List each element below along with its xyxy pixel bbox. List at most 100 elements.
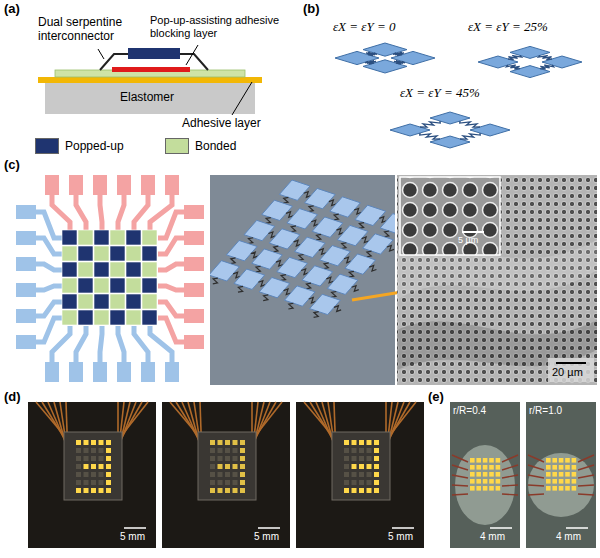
scale-bar xyxy=(258,527,280,529)
led-on xyxy=(483,479,488,484)
led-on xyxy=(470,479,475,484)
trace xyxy=(36,238,62,254)
serpentine xyxy=(311,311,322,319)
trace xyxy=(150,195,172,230)
serpentine xyxy=(210,277,221,285)
serpentine xyxy=(385,245,395,252)
led-on xyxy=(233,440,238,445)
wire xyxy=(502,455,518,462)
array-cell xyxy=(94,278,109,293)
island xyxy=(210,261,239,281)
led-off xyxy=(91,456,96,461)
sem-image xyxy=(397,175,597,385)
pad xyxy=(184,283,204,297)
array-cell xyxy=(62,230,77,245)
array-cell xyxy=(110,262,125,277)
pad xyxy=(16,205,36,219)
wire xyxy=(502,465,518,470)
led-off xyxy=(91,472,96,477)
led-off xyxy=(367,480,372,485)
led-on xyxy=(489,479,494,484)
trace xyxy=(158,238,184,254)
led-off xyxy=(210,456,215,461)
led-on xyxy=(225,488,230,493)
array-cell xyxy=(110,278,125,293)
array-cell xyxy=(94,262,109,277)
pad xyxy=(93,175,107,195)
led-on xyxy=(106,480,111,485)
pad xyxy=(16,309,36,323)
panel-letter: (c) xyxy=(4,158,20,173)
serpentine xyxy=(504,64,523,70)
led-off xyxy=(367,472,372,477)
leader-line xyxy=(98,49,104,59)
led-on xyxy=(489,472,494,477)
array-cell xyxy=(62,246,77,261)
scale-label: 5 µm xyxy=(458,235,478,245)
led-off xyxy=(210,480,215,485)
led-on xyxy=(483,472,488,477)
led-off xyxy=(367,456,372,461)
led-off xyxy=(225,480,230,485)
led-on xyxy=(470,458,475,463)
led-off xyxy=(99,448,104,453)
led-on xyxy=(572,472,577,477)
leader-line xyxy=(186,45,198,65)
panel-letter: (e) xyxy=(428,390,444,405)
ratio-label: r/R=1.0 xyxy=(529,405,562,417)
led-on xyxy=(240,440,245,445)
led-on xyxy=(483,486,488,491)
island xyxy=(363,234,394,254)
led-on xyxy=(106,464,111,469)
island xyxy=(305,188,336,208)
pad xyxy=(141,175,155,195)
array-cell xyxy=(110,294,125,309)
trace xyxy=(134,195,148,230)
scale-ground xyxy=(548,358,594,382)
wire xyxy=(528,494,544,495)
dome xyxy=(455,445,515,525)
led-on xyxy=(483,465,488,470)
array-cell xyxy=(62,294,77,309)
serpentine xyxy=(416,120,443,128)
serpentine xyxy=(260,294,271,302)
array-cell xyxy=(142,294,157,309)
led-off xyxy=(210,448,215,453)
led-on xyxy=(552,465,557,470)
island xyxy=(430,136,470,148)
led-on xyxy=(496,486,501,491)
pad xyxy=(16,283,36,297)
led-on xyxy=(352,440,357,445)
array-cell xyxy=(126,262,141,277)
wire xyxy=(578,475,594,478)
led-on xyxy=(240,464,245,469)
led-on xyxy=(546,465,551,470)
trace xyxy=(118,326,124,362)
scale-label: 4 mm xyxy=(556,531,581,543)
device xyxy=(332,432,390,500)
pad xyxy=(69,362,83,382)
led-off xyxy=(359,456,364,461)
trace xyxy=(100,195,102,230)
photo-ground xyxy=(210,175,395,385)
panel-letter: (d) xyxy=(4,390,21,405)
island xyxy=(337,225,368,245)
island xyxy=(345,254,376,274)
pad xyxy=(93,362,107,382)
serpentine-interconnector xyxy=(100,54,128,70)
led-off xyxy=(225,472,230,477)
part-label: Pop-up-assisting adhesive blocking layer xyxy=(150,14,298,39)
led-on xyxy=(489,458,494,463)
pad xyxy=(165,362,179,382)
legend-entry: Bonded xyxy=(165,138,236,154)
led-on xyxy=(546,479,551,484)
device xyxy=(64,432,122,500)
trace xyxy=(134,326,148,362)
popped-up-island xyxy=(128,48,180,59)
led-on xyxy=(218,440,223,445)
led-off xyxy=(344,448,349,453)
island xyxy=(226,240,257,260)
scale-bar xyxy=(490,527,512,529)
led-on xyxy=(218,488,223,493)
dome xyxy=(528,453,594,517)
